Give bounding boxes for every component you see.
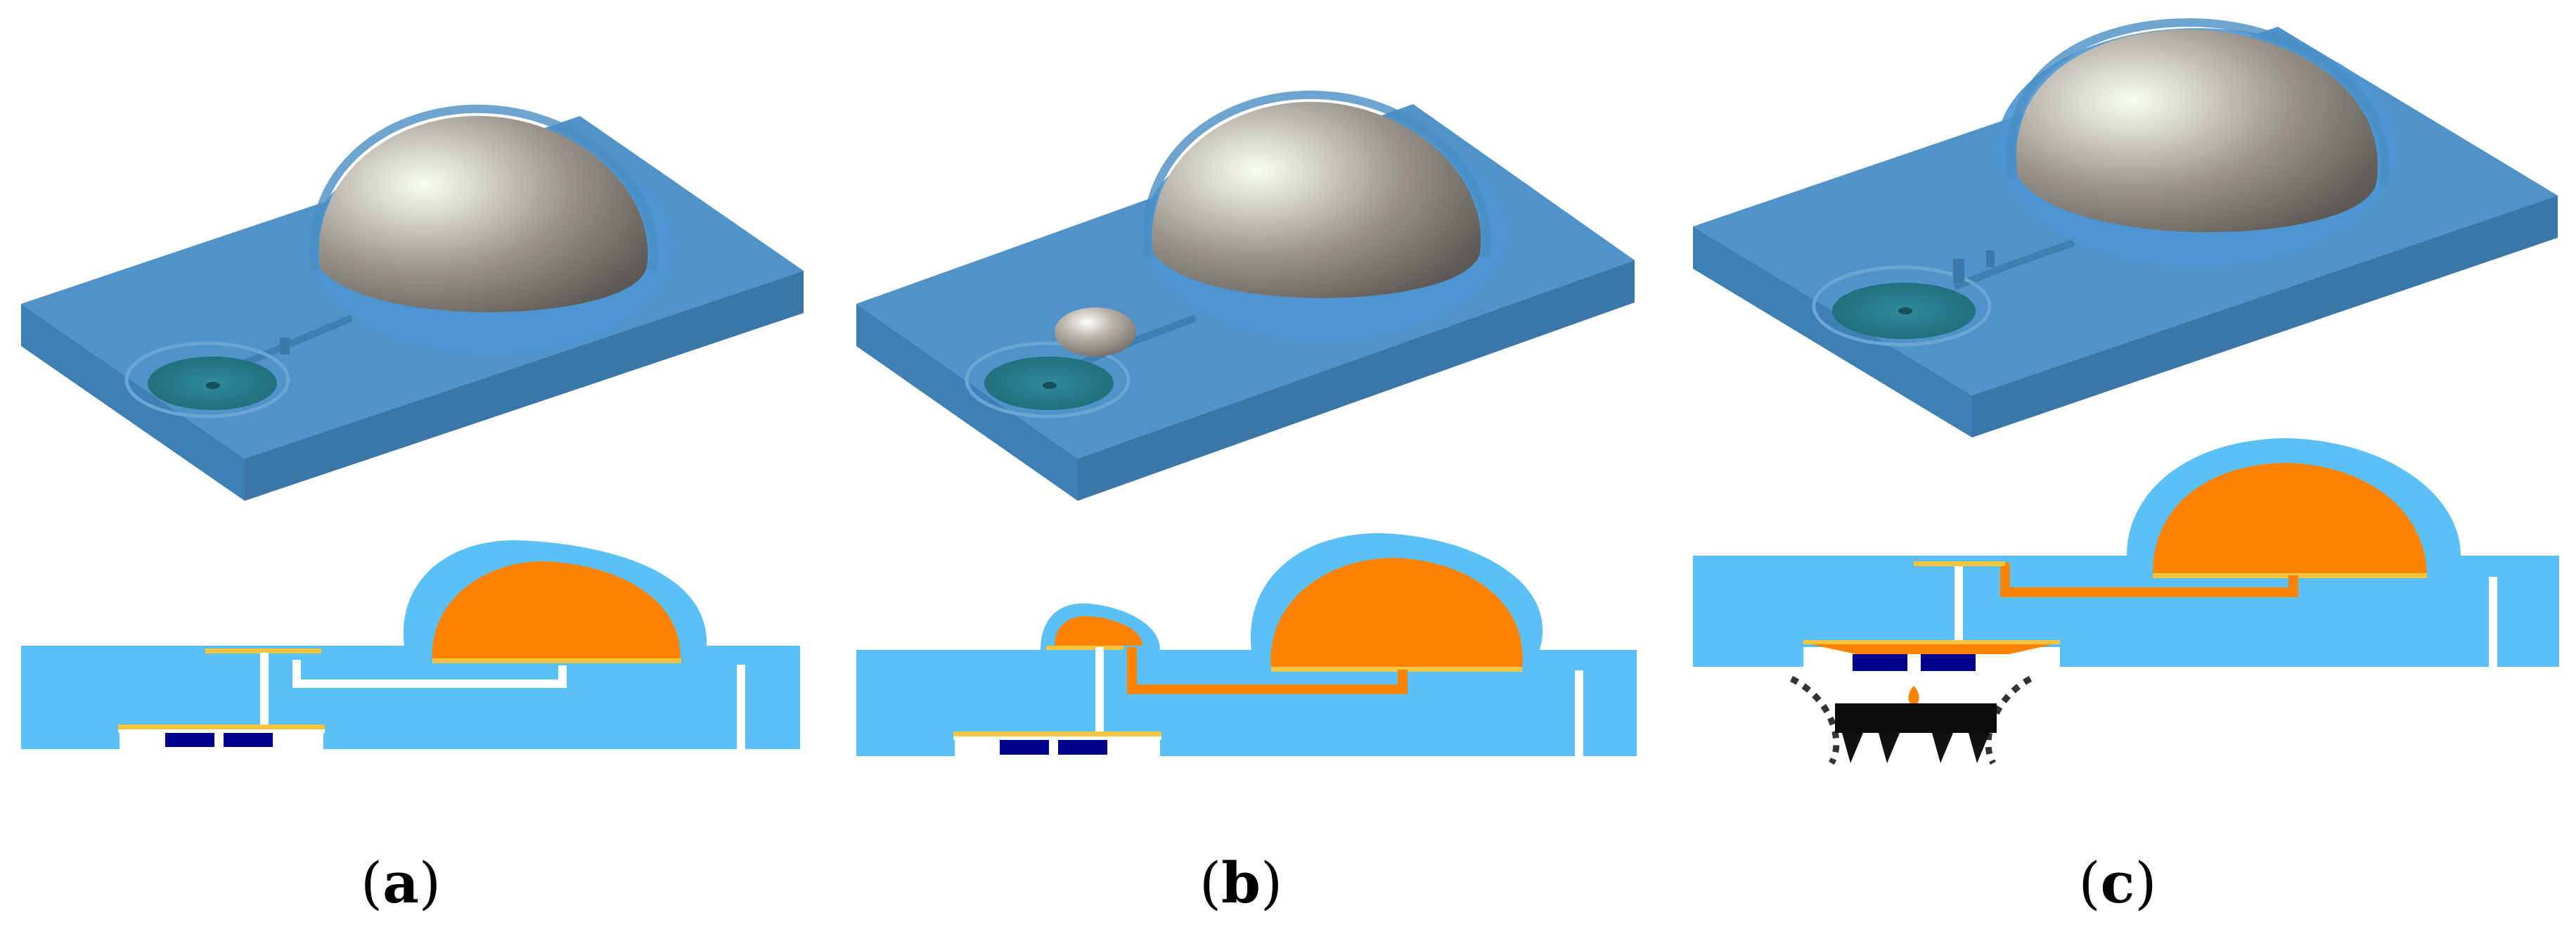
vent-slot (1575, 670, 1583, 758)
coil-right (1921, 654, 1976, 671)
channel-fluid (2000, 563, 2298, 597)
fluid-dome (1270, 558, 1523, 668)
substrate-side (1078, 260, 1635, 501)
lower-plate (1803, 640, 2060, 644)
microneedle (1969, 733, 1990, 763)
fluid-dome (432, 561, 681, 660)
coil-right (1058, 740, 1107, 755)
coil-left (165, 733, 214, 747)
panel-a-cross-section (21, 540, 800, 750)
section-body (1693, 438, 2559, 667)
substrate-front (856, 304, 1078, 501)
outlet-ring (965, 341, 1131, 419)
dome-shell (1142, 90, 1491, 257)
vent-slot (737, 665, 745, 750)
lower-cavity (953, 736, 1161, 740)
outlet-ring (1812, 265, 1992, 347)
vertical-conduit (1954, 566, 1963, 644)
substrate-front (21, 304, 245, 501)
dome-shell (2006, 18, 2389, 187)
diffusion-arc-left (1789, 675, 1840, 765)
diffusion-arc-right (1985, 676, 2033, 765)
dome-shell (309, 104, 658, 272)
coil-right (224, 733, 273, 747)
panel-a-label: (a) (360, 850, 442, 916)
reservoir-dome (1152, 101, 1481, 298)
vertical-conduit (1095, 647, 1104, 737)
disk-hole (1898, 307, 1912, 314)
microneedle (1842, 733, 1863, 763)
small-droplet (1055, 307, 1136, 357)
channel-white (292, 660, 567, 688)
drug-outflow (1908, 668, 1919, 707)
panel-b-label: (b) (1199, 850, 1283, 916)
reservoir-electrode (1271, 667, 1522, 672)
disk-hole (206, 382, 220, 389)
upper-plate (205, 649, 321, 653)
disk-hole (1043, 382, 1057, 389)
panel-b-3d-view (856, 90, 1635, 501)
substrate-side (245, 271, 804, 501)
reservoir-dome (2016, 29, 2378, 233)
reservoir-dome (318, 115, 648, 312)
panel-c-cross-section (1693, 438, 2559, 765)
panel-c-label: (c) (2078, 850, 2157, 916)
substrate-side (1972, 196, 2558, 437)
vent-slot (2489, 577, 2497, 668)
outlet-ring (124, 341, 290, 419)
lower-plate (953, 732, 1161, 736)
channel-fluid (1127, 647, 1408, 694)
valve-post (1953, 259, 1964, 283)
deflected-membrane (1803, 643, 2060, 654)
panel-a-3d-view (21, 104, 804, 501)
coil-left (1853, 654, 1907, 671)
vertical-conduit (260, 653, 269, 730)
substrate-front (1693, 226, 1972, 437)
panel-c-3d-view (1693, 18, 2558, 437)
lower-plate (118, 724, 325, 729)
microneedle (1932, 733, 1953, 763)
upper-plate (1046, 646, 1123, 650)
section-body (21, 540, 800, 749)
reservoir-electrode (432, 658, 681, 663)
valve-post (280, 338, 290, 354)
microneedle-base (1835, 703, 1997, 733)
upper-plate (1914, 561, 2005, 566)
microneedle (1879, 733, 1900, 763)
coil-left (1000, 740, 1049, 755)
panel-b-cross-section (856, 533, 1637, 758)
lower-cavity (118, 729, 325, 733)
valve-post (1986, 250, 1995, 267)
fluid-dome (2152, 463, 2427, 575)
small-fluid-dome (1055, 616, 1142, 646)
